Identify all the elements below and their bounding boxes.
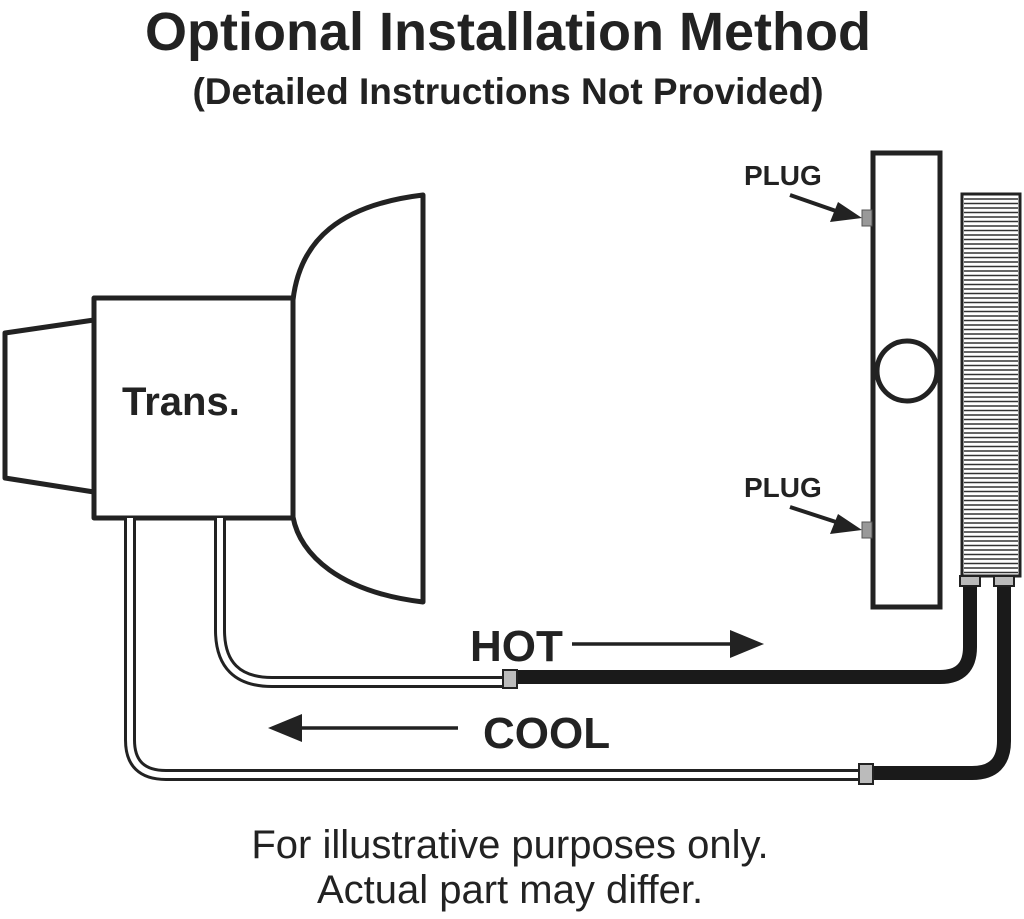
cool-line-hose bbox=[872, 582, 1011, 780]
hot-label: HOT bbox=[470, 622, 563, 671]
cool-label: COOL bbox=[483, 709, 610, 758]
cool-arrow bbox=[268, 714, 458, 742]
footer-line-1: For illustrative purposes only. bbox=[251, 823, 768, 867]
transmission-label: Trans. bbox=[122, 380, 240, 424]
radiator-cap-circle bbox=[874, 338, 940, 404]
diagram-title: Optional Installation Method bbox=[145, 2, 871, 62]
cool-line-clamp bbox=[993, 575, 1015, 587]
plug-bottom-arrow bbox=[789, 505, 862, 534]
hot-arrow bbox=[572, 630, 764, 658]
transmission-cooler bbox=[960, 192, 1022, 578]
footer-line-2: Actual part may differ. bbox=[317, 868, 703, 912]
cool-line bbox=[124, 518, 1015, 785]
transmission-body bbox=[91, 295, 296, 521]
plug-top-arrow bbox=[789, 193, 862, 222]
radiator bbox=[861, 150, 943, 610]
plug-bottom bbox=[861, 521, 873, 539]
bell-housing bbox=[290, 192, 426, 605]
cool-line-fitting bbox=[858, 763, 874, 785]
hot-line bbox=[214, 518, 981, 689]
diagram-subtitle: (Detailed Instructions Not Provided) bbox=[192, 71, 823, 112]
hot-line-clamp bbox=[959, 575, 981, 587]
cooler-fins bbox=[964, 198, 1018, 574]
plug-top bbox=[861, 209, 873, 227]
hot-line-fitting bbox=[502, 669, 518, 689]
tail-housing bbox=[2, 317, 95, 495]
transmission-assembly bbox=[2, 192, 426, 605]
hot-line-hose bbox=[514, 582, 977, 684]
plug-bottom-label: PLUG bbox=[744, 472, 822, 503]
plug-top-label: PLUG bbox=[744, 160, 822, 191]
